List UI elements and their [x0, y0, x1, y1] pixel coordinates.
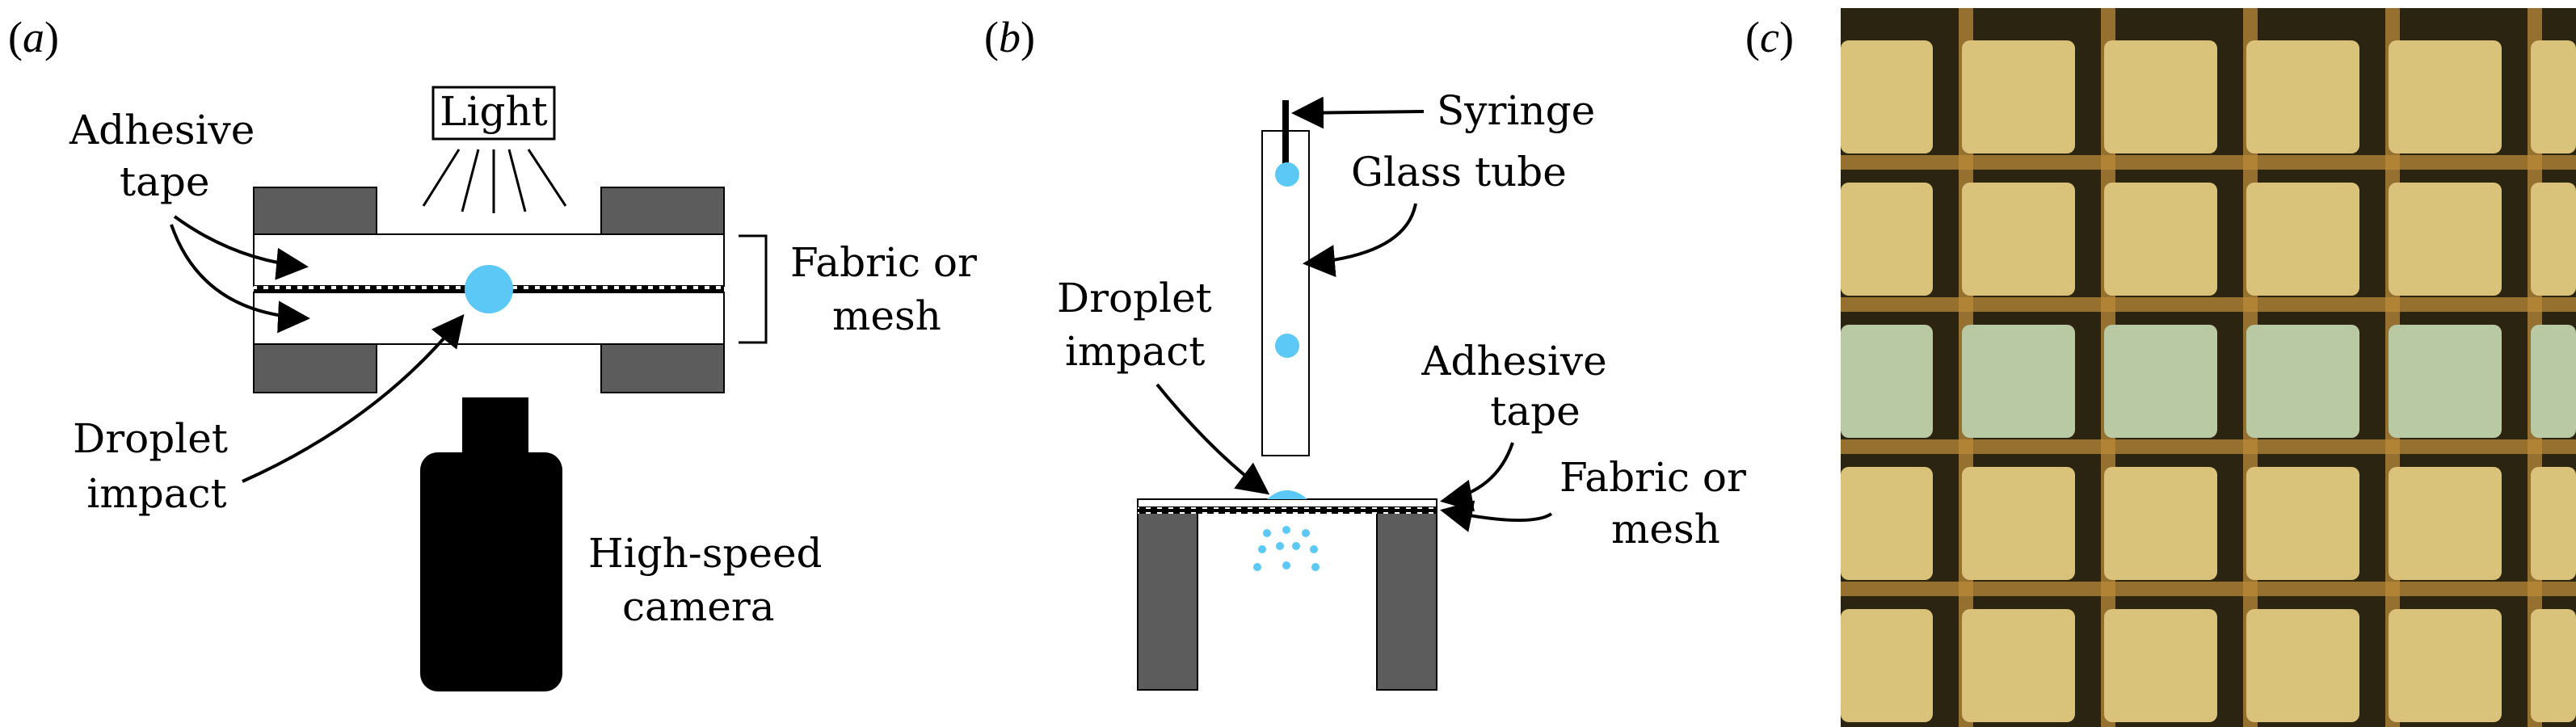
droplet — [465, 265, 513, 313]
mesh-opening — [2104, 183, 2217, 296]
adhesive-tape-label: Adhesive tape — [69, 107, 267, 205]
glass-tube-label: Glass tube — [1351, 149, 1567, 195]
light-label: Light — [440, 88, 548, 135]
panel-b-label: (b) — [984, 13, 1035, 61]
mesh-opening — [2246, 40, 2359, 153]
mesh-opening — [2389, 609, 2502, 722]
syringe-arrow — [1291, 96, 1425, 129]
light-rays — [422, 149, 567, 213]
mesh-opening — [2246, 609, 2359, 722]
mesh-opening — [1841, 609, 1933, 722]
adhesive-tape-layer — [1137, 498, 1437, 508]
mesh-opening — [1841, 40, 1933, 153]
mesh-arrow-b — [1440, 500, 1553, 532]
camera-label: High-speed camera — [588, 530, 835, 630]
support-right — [1376, 506, 1437, 691]
support-block-top-left — [253, 187, 377, 235]
support-block-top-right — [600, 187, 725, 235]
glass-tube — [1261, 130, 1310, 456]
syringe-needle — [1282, 100, 1289, 170]
mesh-thread-horizontal — [1841, 582, 2576, 596]
mesh-opening — [2104, 40, 2217, 153]
mesh-opening — [2531, 325, 2576, 438]
droplet-impact-label: Droplet impact — [73, 415, 241, 517]
syringe-label: Syringe — [1437, 87, 1595, 134]
mesh-opening — [1962, 609, 2075, 722]
mesh-opening — [1962, 325, 2075, 438]
mesh-opening — [2531, 183, 2576, 296]
mesh-opening — [1962, 183, 2075, 296]
mesh-opening — [1962, 467, 2075, 580]
tape-arrow-upper — [173, 215, 309, 280]
mesh-opening — [1841, 183, 1933, 296]
mesh-opening — [2246, 467, 2359, 580]
mesh-opening — [2246, 325, 2359, 438]
droplet-falling-lower — [1275, 334, 1299, 358]
mesh-thread-horizontal — [1841, 155, 2576, 170]
glass-tube-arrow — [1303, 203, 1417, 278]
tape-arrow-lower — [170, 224, 310, 334]
mesh-opening — [2104, 609, 2217, 722]
mesh-opening — [1841, 467, 1933, 580]
light-source: Light — [422, 86, 567, 213]
mesh-opening — [1962, 40, 2075, 153]
fabric-mesh-label: Fabric or mesh — [790, 239, 990, 339]
mesh-opening — [1841, 325, 1933, 438]
panel-c-label: (c) — [1745, 13, 1794, 61]
panel-b: (b) Syringe Glass tube — [984, 13, 1759, 691]
mesh-opening — [2531, 467, 2576, 580]
droplet-impact-arrow-b — [1155, 383, 1270, 495]
mesh-opening — [2389, 467, 2502, 580]
panel-c: (c) — [1745, 8, 2576, 727]
mesh-opening — [2531, 40, 2576, 153]
mesh-opening — [2531, 609, 2576, 722]
panel-a-label: (a) — [8, 13, 59, 61]
tape-arrow-b — [1440, 442, 1514, 512]
mesh-opening — [2104, 325, 2217, 438]
fabric-mesh-label-b: Fabric or mesh — [1559, 454, 1759, 553]
mesh-layer — [1138, 507, 1437, 514]
mesh-thread-horizontal — [1841, 297, 2576, 312]
penetrating-droplets — [1253, 526, 1320, 571]
droplet-falling-upper — [1275, 162, 1299, 187]
adhesive-tape-label-b: Adhesive tape — [1421, 338, 1619, 435]
mesh-opening — [2389, 40, 2502, 153]
mesh-opening — [2104, 467, 2217, 580]
sample-bracket — [739, 234, 768, 344]
support-block-bottom-left — [253, 343, 377, 393]
droplet-impact-label-b: Droplet impact — [1057, 275, 1225, 375]
mesh-thread-horizontal — [1841, 439, 2576, 454]
support-block-bottom-right — [600, 343, 725, 393]
panel-a: (a) Light Adhesive — [8, 13, 990, 691]
mesh-opening — [2389, 325, 2502, 438]
droplet-impact-surface — [1267, 490, 1307, 499]
mesh-opening — [2389, 183, 2502, 296]
micrograph-mesh — [1841, 8, 2576, 727]
droplet-arrow — [242, 313, 465, 483]
mesh-opening — [2246, 183, 2359, 296]
support-left — [1137, 506, 1198, 691]
high-speed-camera-icon — [420, 397, 562, 691]
